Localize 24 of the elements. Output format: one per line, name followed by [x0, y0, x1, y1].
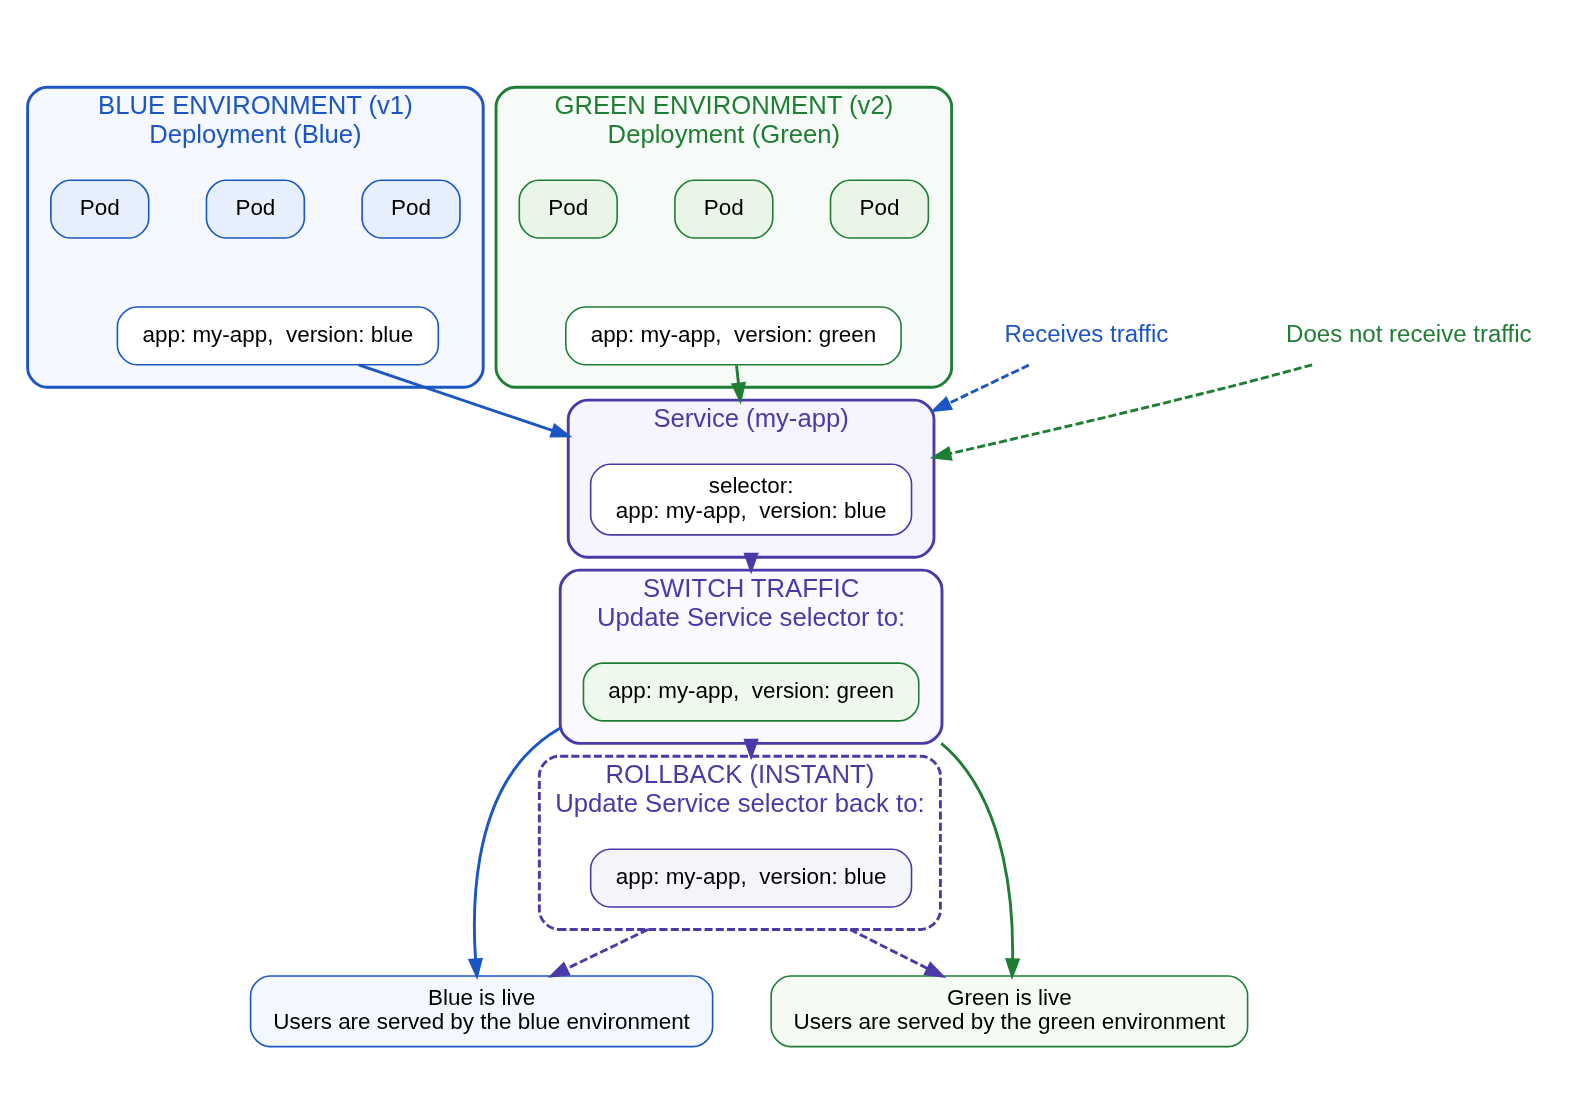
arrow: [743, 738, 759, 761]
node-box: Pod: [674, 179, 774, 239]
node-box: Pod: [50, 179, 150, 239]
arrow: [849, 927, 947, 978]
node-box: Pod: [518, 179, 618, 239]
node-box: app: my-app, version: blue: [116, 305, 440, 366]
arrow: [730, 364, 747, 404]
node-box: app: my-app, version: green: [565, 305, 902, 366]
arrow: [930, 363, 1030, 412]
node-text: Does not receive traffic: [1286, 319, 1532, 347]
node-text: Receives traffic: [1004, 319, 1169, 347]
node-box: Green is live Users are served by the green environment: [770, 974, 1249, 1047]
arrow: [940, 741, 1021, 980]
node-box: app: my-app, version: blue: [589, 847, 913, 908]
node-box: Pod: [205, 179, 306, 239]
arrow: [547, 927, 649, 978]
arrow: [929, 362, 1313, 461]
node-box: Blue is live Users are served by the blue environment: [249, 974, 714, 1047]
arrow: [743, 552, 759, 574]
node-box: app: my-app, version: green: [582, 661, 920, 722]
node-box: Pod: [829, 179, 930, 239]
node-box: selector: app: my-app, version: blue: [589, 462, 913, 536]
node-box: Pod: [361, 179, 461, 239]
arrow: [467, 726, 561, 980]
